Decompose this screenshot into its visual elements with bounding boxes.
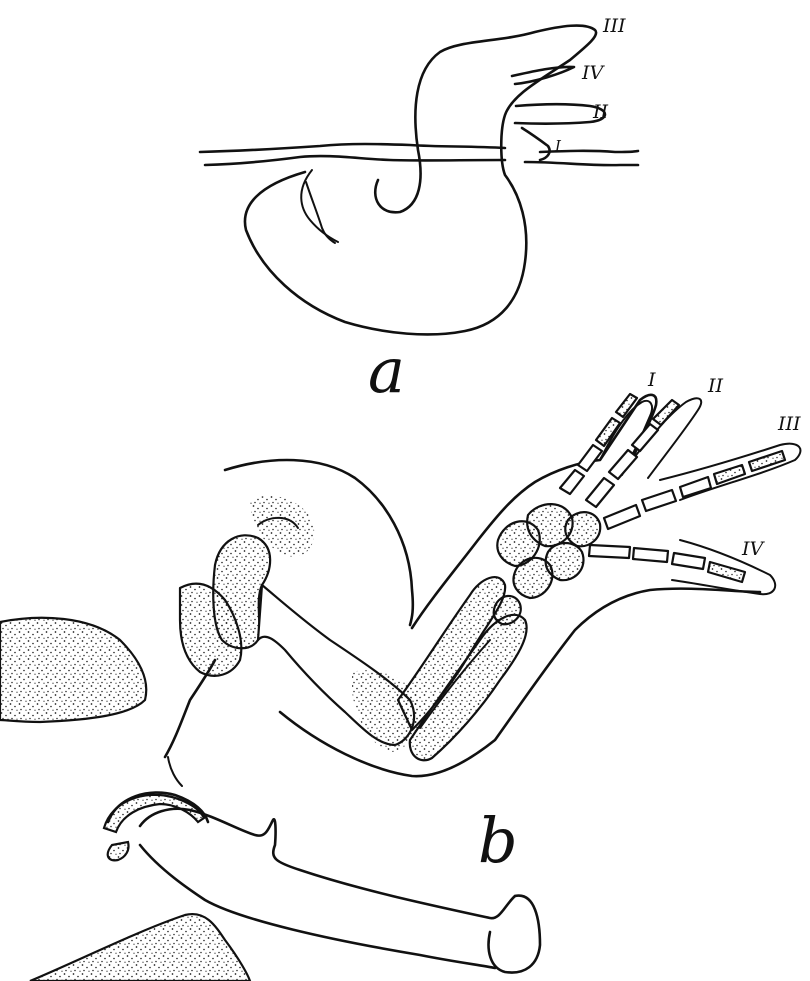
digit-b-iv-bone-1 — [589, 545, 630, 558]
digit-b-ii-bone-1 — [586, 478, 614, 507]
body-line-lower — [205, 156, 505, 165]
digit-b-i-bone-4 — [616, 394, 637, 417]
girdle-hook — [108, 842, 129, 860]
body-line-upper — [200, 144, 505, 152]
digit-b-ii-bone-2 — [609, 450, 637, 479]
limb-bud-outline — [245, 26, 596, 335]
digit-a-iv-outline — [512, 67, 574, 84]
digit-b-iii-bone-2 — [642, 490, 676, 511]
numeral-b-i: I — [647, 369, 656, 391]
stippled-lower-mass — [30, 914, 250, 981]
small-spine — [168, 757, 182, 786]
carpal-5 — [565, 512, 600, 546]
tube-end-cap — [489, 896, 540, 973]
limb-inner-line — [301, 170, 338, 242]
digit-a-i-outline — [522, 128, 550, 160]
carpal-6 — [494, 596, 521, 624]
digit-b-i-bone-1 — [560, 470, 584, 494]
digit-b-iv-bone-2 — [633, 548, 668, 562]
body-line-right-lower — [525, 162, 638, 165]
panel-b-label: b — [478, 804, 518, 877]
digit-b-iv-bone-3 — [672, 553, 705, 569]
digit-b-i-bone-2 — [578, 445, 602, 471]
numeral-a-iii: III — [602, 15, 626, 37]
stippled-body-mass — [0, 618, 146, 722]
femur-shaft-outline — [140, 809, 515, 918]
digit-b-iii-bone-4 — [714, 465, 745, 484]
panel-b-drawing — [0, 394, 800, 981]
digit-b-iii-bone-3 — [680, 477, 711, 497]
numeral-b-iii: III — [777, 413, 801, 435]
numeral-b-iv: IV — [741, 538, 766, 560]
limb-inner-line-2 — [306, 182, 335, 243]
numeral-b-ii: II — [707, 375, 724, 397]
numeral-a-iv: IV — [581, 62, 606, 84]
carpal-4 — [546, 543, 584, 580]
numeral-a-i: I — [554, 137, 562, 155]
panel-a-label: a — [368, 334, 405, 407]
digit-b-iii-bone-1 — [604, 505, 640, 529]
digit-a-ii-outline — [515, 104, 605, 124]
digit-b-iv-bone-4 — [708, 562, 745, 582]
panel-a-drawing — [200, 26, 638, 335]
numeral-a-ii: II — [592, 101, 609, 123]
